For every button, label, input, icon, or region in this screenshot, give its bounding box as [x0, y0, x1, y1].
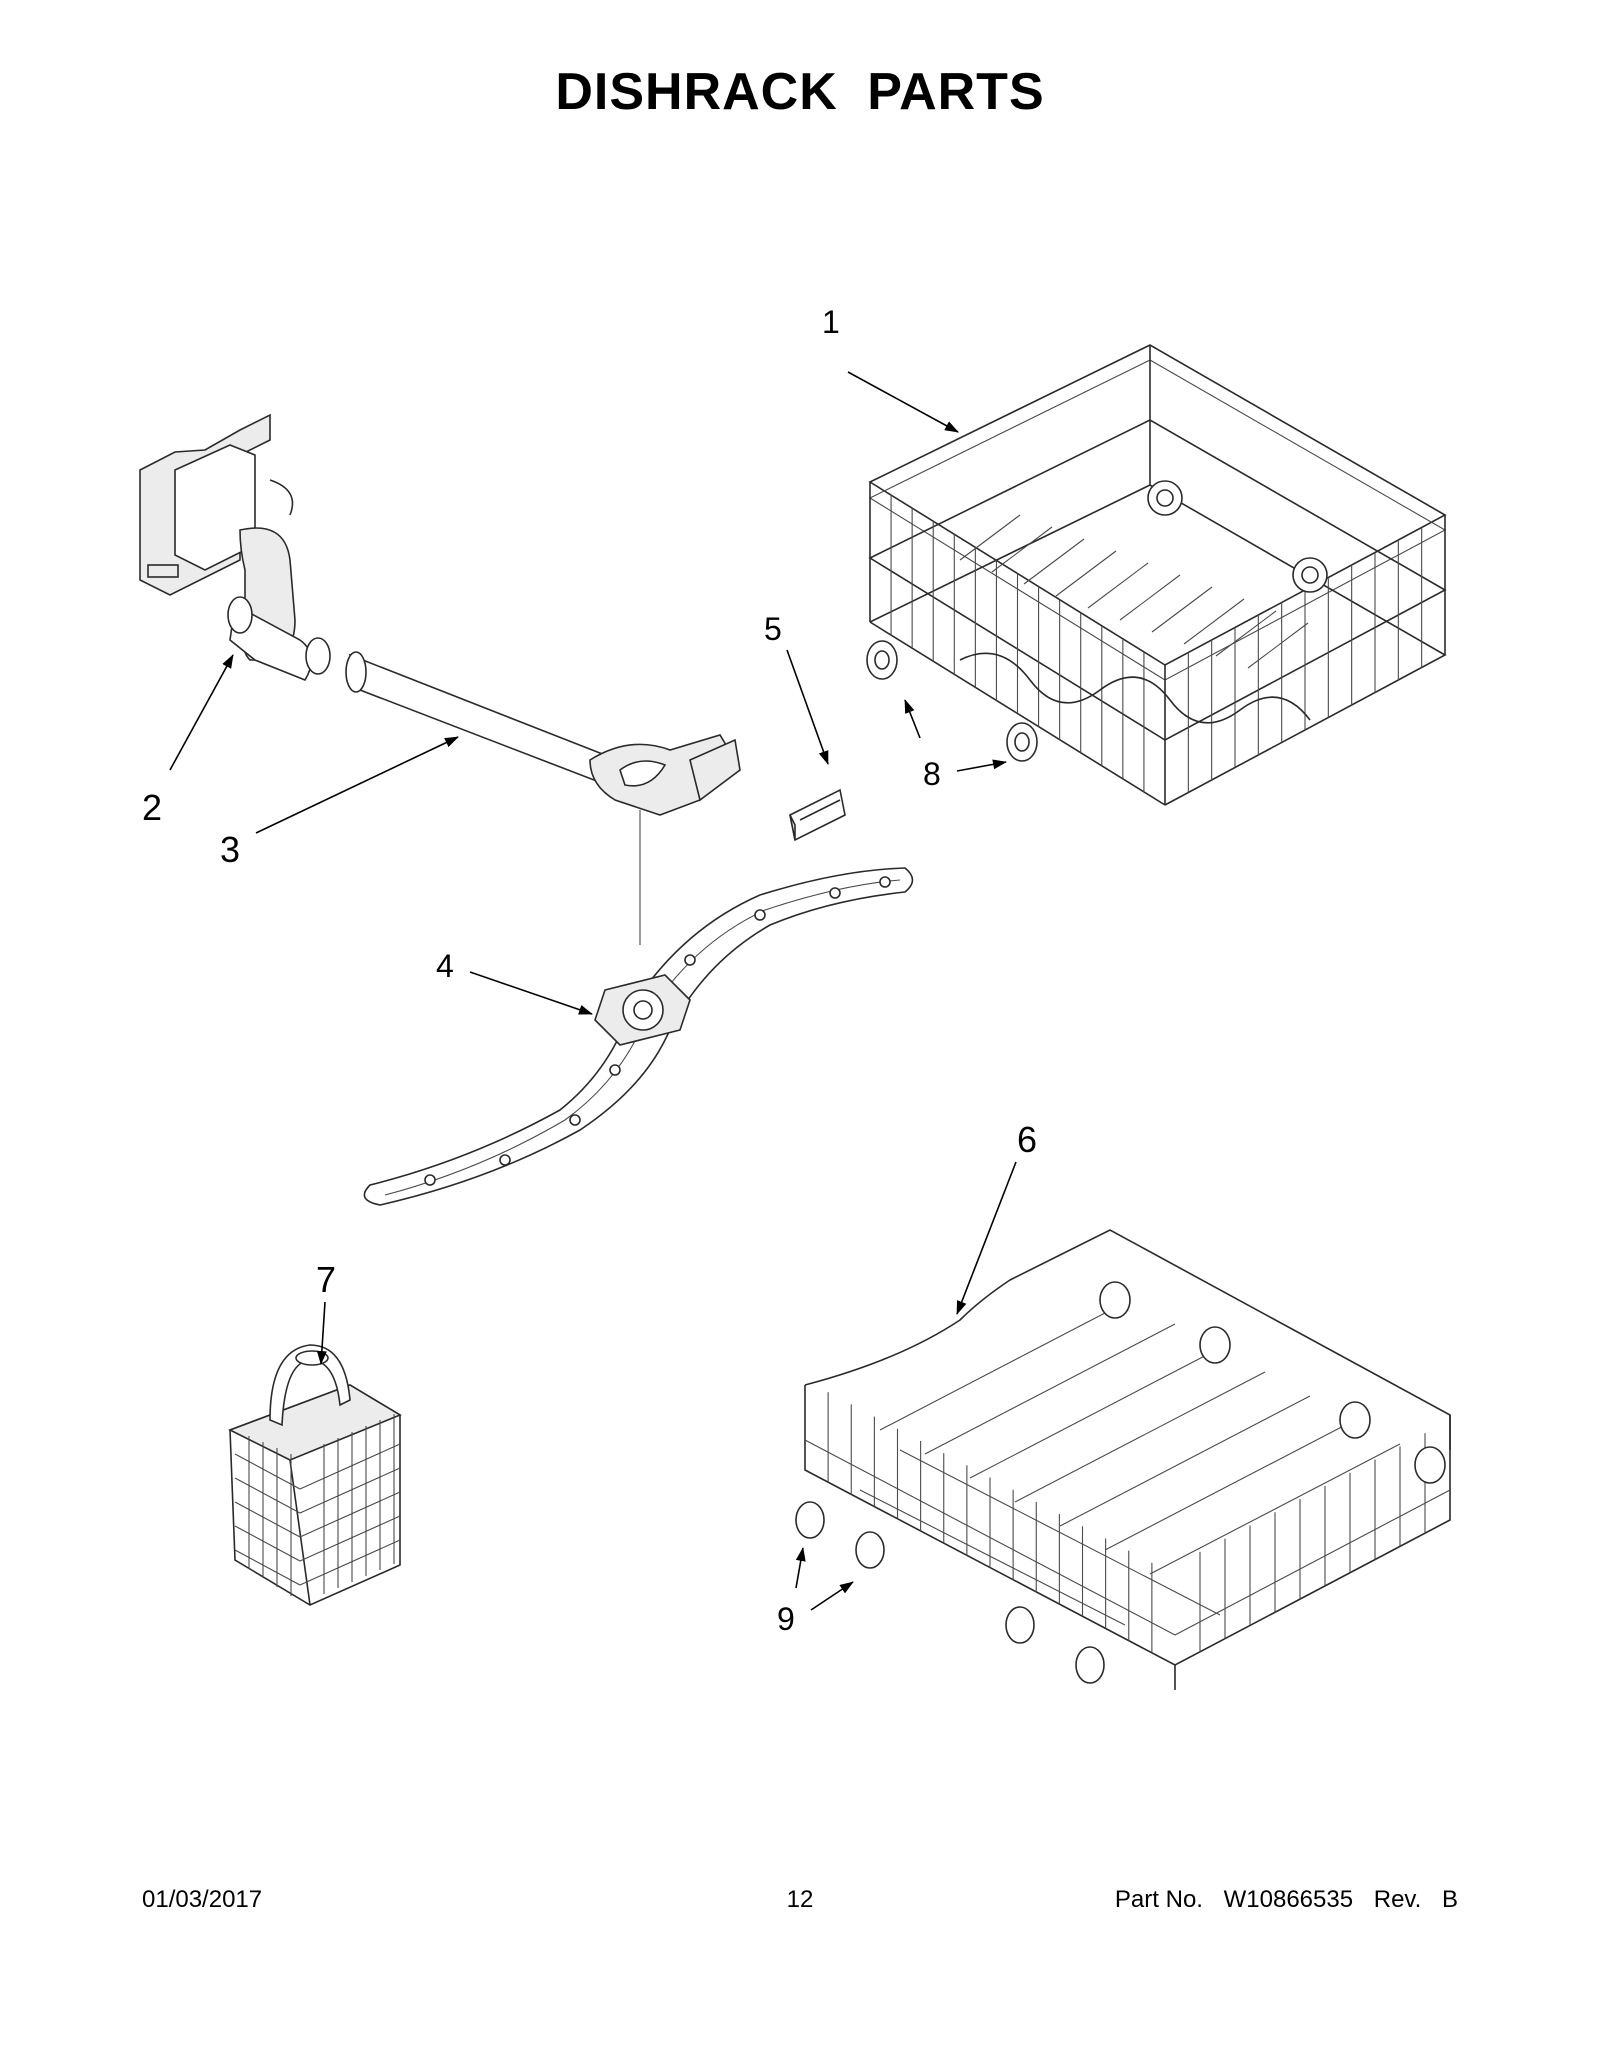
hole — [424, 1174, 436, 1186]
wire — [299, 1467, 401, 1514]
footer-rev: B — [1441, 1886, 1458, 1913]
hole — [754, 909, 766, 921]
callout-9: 9 — [777, 1601, 795, 1637]
callout-5: 5 — [764, 611, 782, 647]
callout-1: 1 — [822, 304, 840, 340]
hole — [569, 1114, 581, 1126]
wire — [1104, 1419, 1356, 1551]
title-word-1: DISHRACK — [555, 63, 838, 121]
wire — [1059, 1395, 1311, 1527]
callout-7: 7 — [316, 1259, 336, 1300]
title-word-2: PARTS — [867, 63, 1045, 121]
hole — [684, 954, 696, 966]
callout-4: 4 — [436, 948, 454, 984]
wire — [924, 1323, 1176, 1455]
callout-8: 8 — [923, 756, 941, 792]
wire — [879, 1299, 1131, 1431]
footer-part-info: Part No. W10866535 Rev. B — [1101, 1886, 1458, 1914]
hole — [609, 1064, 621, 1076]
wire — [299, 1515, 401, 1562]
wire — [299, 1539, 401, 1586]
footer-rev-prefix: Rev. — [1373, 1886, 1422, 1913]
footer-date: 01/03/2017 — [142, 1886, 263, 1913]
footer-part-prefix: Part No. — [1114, 1886, 1203, 1913]
callout-3: 3 — [220, 829, 240, 870]
wire — [959, 514, 1021, 561]
wire — [1149, 1443, 1401, 1575]
lower-spray-arm — [363, 867, 914, 1206]
spray-manifold — [139, 413, 331, 681]
upper-rack-wheel-a — [866, 640, 898, 680]
wire — [1151, 586, 1213, 633]
wire — [299, 1443, 401, 1490]
spray-tube — [345, 651, 741, 945]
footer-part-number: W10866535 — [1223, 1886, 1354, 1913]
upper-dishrack — [868, 344, 1447, 806]
lower-rack-wheel-b — [855, 1531, 885, 1569]
hole — [829, 887, 841, 899]
callout-6: 6 — [1017, 1119, 1037, 1160]
wire — [969, 1347, 1221, 1479]
hole — [879, 876, 891, 888]
lower-rack-wheel-a — [795, 1501, 825, 1539]
hole — [499, 1154, 511, 1166]
upper-rack-wheel-b — [1006, 722, 1038, 762]
wire — [234, 1549, 301, 1586]
wire — [234, 1525, 301, 1562]
wire — [1055, 550, 1117, 597]
footer-page-number: 12 — [786, 1886, 814, 1913]
wire — [234, 1477, 301, 1514]
wire — [991, 526, 1053, 573]
wire — [234, 1453, 301, 1490]
wire — [1183, 598, 1245, 645]
wire — [1014, 1371, 1266, 1503]
wire — [1247, 622, 1309, 669]
wire — [1119, 574, 1181, 621]
wire — [1215, 610, 1277, 657]
silverware-basket — [228, 1344, 402, 1606]
wire — [1023, 538, 1085, 585]
wire — [1087, 562, 1149, 609]
lower-dishrack — [795, 1229, 1451, 1690]
clip — [789, 788, 846, 842]
page-title: DISHRACK PARTS — [0, 62, 1600, 122]
wire — [234, 1501, 301, 1538]
wire — [299, 1491, 401, 1538]
callout-2: 2 — [142, 787, 162, 828]
